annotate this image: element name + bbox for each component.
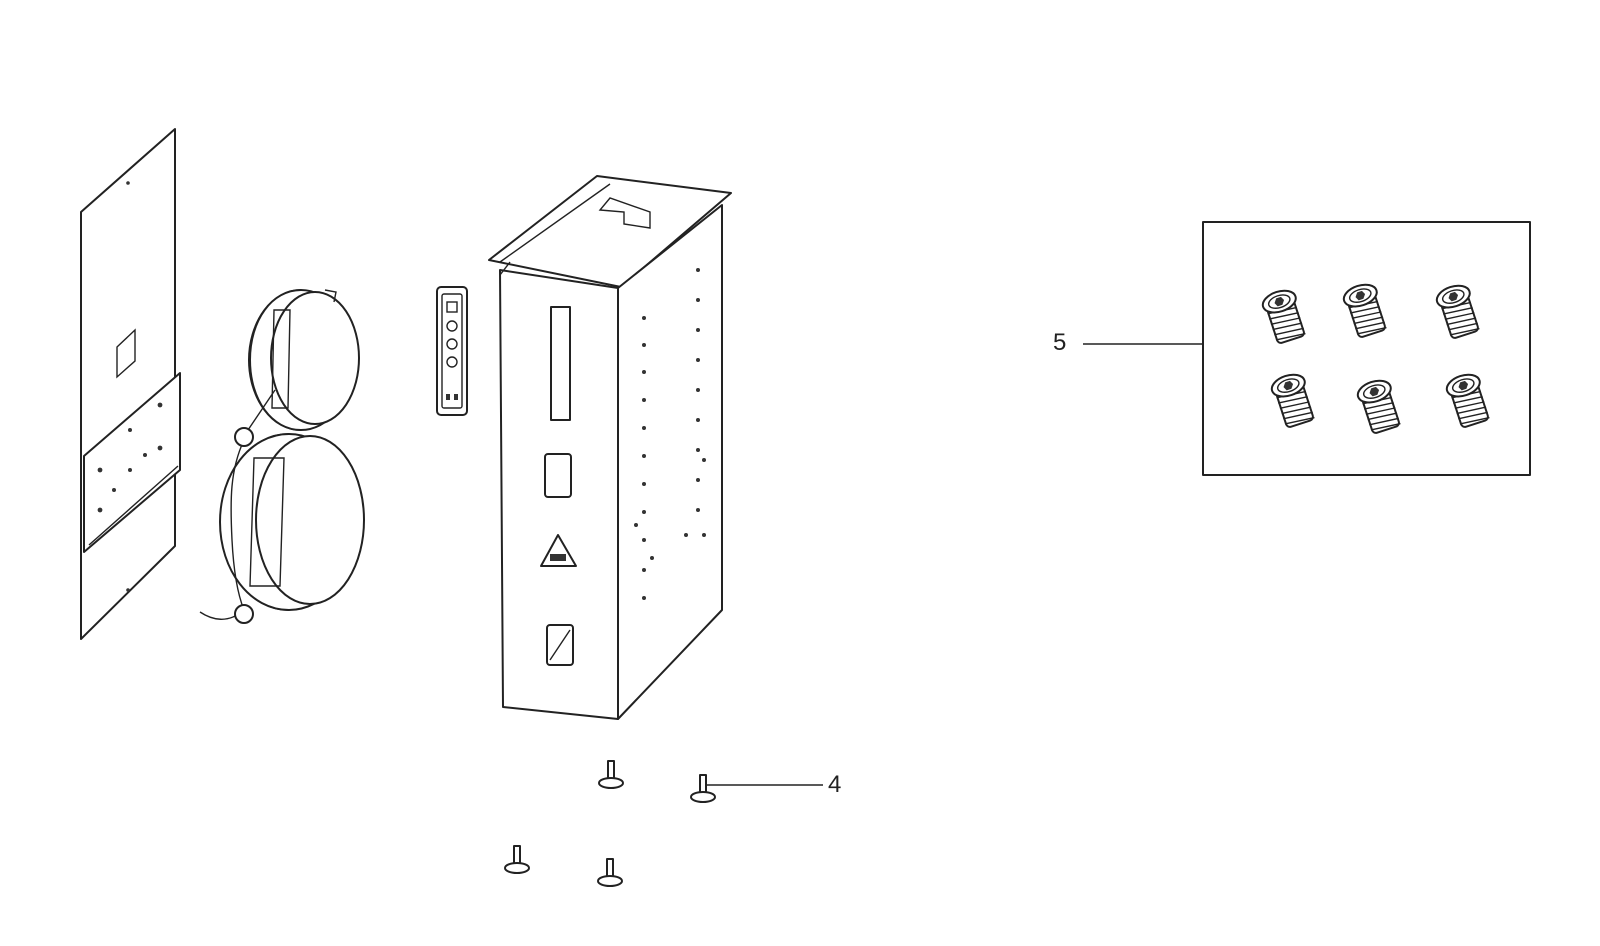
screw xyxy=(1270,373,1315,428)
side-ventilation-holes xyxy=(634,268,706,600)
screw xyxy=(1435,284,1480,339)
screw xyxy=(1445,373,1490,428)
main-housing xyxy=(488,175,732,720)
screw xyxy=(1342,283,1387,338)
screw xyxy=(1356,379,1401,434)
screw xyxy=(1261,289,1306,344)
control-panel xyxy=(436,286,468,416)
callout-4-label: 4 xyxy=(828,771,842,798)
duct-connector-bottom xyxy=(199,389,365,624)
leveling-foot xyxy=(504,845,530,874)
duct-connector-top xyxy=(248,289,360,431)
leveling-foot xyxy=(598,760,624,789)
leveling-foot xyxy=(597,858,623,887)
callout-5-label: 5 xyxy=(1053,329,1067,356)
leveling-foot xyxy=(690,774,716,803)
part-5-detail-box xyxy=(1202,221,1531,476)
mounting-plate xyxy=(80,128,181,640)
screw-group xyxy=(1261,283,1490,434)
